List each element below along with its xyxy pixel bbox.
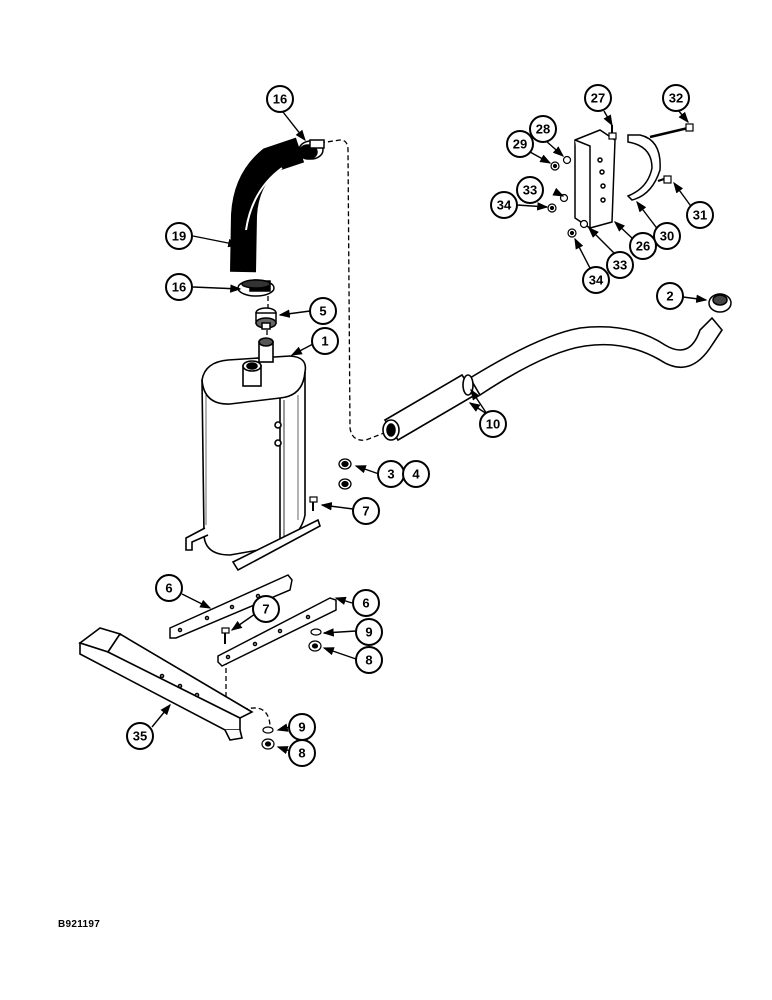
callout-26: 26 — [629, 232, 657, 260]
callout-30: 30 — [653, 222, 681, 250]
callout-1: 1 — [311, 327, 339, 355]
callout-label: 4 — [412, 467, 420, 482]
mounting-straps — [169, 574, 337, 667]
callout-9-upper: 9 — [355, 618, 383, 646]
callout-2: 2 — [656, 282, 684, 310]
washer-nut-lower — [261, 726, 275, 750]
callout-7-upper: 7 — [352, 497, 380, 525]
callout-label: 5 — [319, 304, 326, 319]
callouts: 16 19 16 5 1 3 4 7 — [126, 84, 714, 767]
lower-hose-clamp — [237, 279, 275, 297]
callout-8-upper: 8 — [355, 646, 383, 674]
upper-hose-clamp — [298, 139, 325, 160]
hardware — [547, 123, 694, 238]
callout-label: 19 — [172, 229, 186, 244]
callout-6-left: 6 — [155, 574, 183, 602]
callout-label: 8 — [365, 653, 372, 668]
callout-label: 9 — [365, 625, 372, 640]
callout-10: 10 — [479, 410, 507, 438]
callout-29: 29 — [506, 130, 534, 158]
callout-4: 4 — [402, 460, 430, 488]
clamp-strap — [626, 134, 661, 201]
callout-label: 10 — [486, 417, 500, 432]
callout-label: 34 — [589, 273, 604, 288]
callout-label: 26 — [636, 239, 650, 254]
drawing-reference-code: B921197 — [58, 919, 101, 930]
callout-label: 16 — [273, 92, 287, 107]
callout-33-upper: 33 — [516, 176, 544, 204]
adapter — [255, 307, 277, 330]
channel-bracket — [78, 627, 254, 741]
callout-label: 7 — [362, 504, 369, 519]
callout-label: 6 — [165, 581, 172, 596]
callout-label: 33 — [613, 258, 627, 273]
callout-35: 35 — [126, 722, 154, 750]
tail-pipe — [382, 316, 723, 442]
callout-32: 32 — [662, 84, 690, 112]
callout-label: 3 — [387, 467, 394, 482]
muffler — [185, 337, 321, 572]
rain-cap — [708, 293, 732, 313]
callout-label: 16 — [172, 280, 186, 295]
callout-label: 35 — [133, 729, 147, 744]
callout-5: 5 — [309, 297, 337, 325]
callout-label: 33 — [523, 183, 537, 198]
mounting-plate — [574, 129, 616, 229]
leader-arrows — [151, 109, 708, 755]
hose — [230, 137, 305, 273]
callout-19: 19 — [165, 222, 193, 250]
callout-label: 30 — [660, 229, 674, 244]
callout-label: 27 — [591, 91, 605, 106]
callout-31: 31 — [686, 201, 714, 229]
callout-16-lower: 16 — [165, 273, 193, 301]
callout-8-lower: 8 — [288, 739, 316, 767]
callout-label: 32 — [669, 91, 683, 106]
callout-label: 2 — [666, 289, 673, 304]
washer-nut-upper — [308, 628, 322, 652]
callout-label: 6 — [362, 596, 369, 611]
callout-label: 31 — [693, 208, 707, 223]
callout-label: 34 — [497, 198, 512, 213]
callout-7-lower: 7 — [252, 595, 280, 623]
callout-16-upper: 16 — [266, 85, 294, 113]
callout-label: 28 — [536, 122, 550, 137]
callout-34-lower: 34 — [582, 266, 610, 294]
callout-28: 28 — [529, 115, 557, 143]
nuts-3-4 — [338, 458, 352, 490]
callout-27: 27 — [584, 84, 612, 112]
callout-label: 1 — [321, 334, 328, 349]
callout-label: 8 — [298, 746, 305, 761]
bolt-lower — [221, 627, 230, 644]
callout-34-upper: 34 — [490, 191, 518, 219]
callout-3: 3 — [377, 460, 405, 488]
callout-label: 9 — [298, 720, 305, 735]
bolt-upper — [309, 496, 318, 511]
callout-9-lower: 9 — [288, 713, 316, 741]
callout-6-right: 6 — [352, 589, 380, 617]
callout-label: 7 — [262, 602, 269, 617]
callout-33-lower: 33 — [606, 251, 634, 279]
callout-label: 29 — [513, 137, 527, 152]
